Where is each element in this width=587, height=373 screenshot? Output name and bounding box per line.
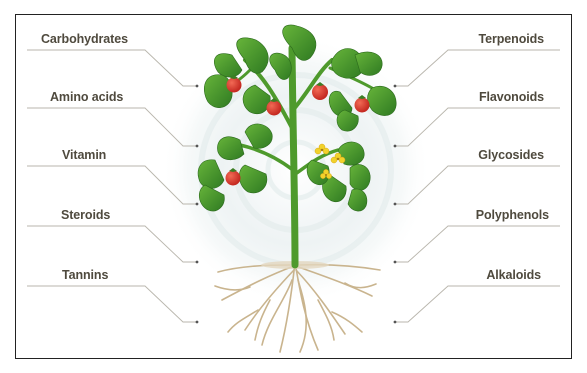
label-flavonoids: Flavonoids bbox=[479, 90, 544, 104]
label-polyphenols: Polyphenols bbox=[476, 208, 549, 222]
label-carbohydrates: Carbohydrates bbox=[41, 32, 128, 46]
leader-line-carbohydrates bbox=[27, 50, 196, 86]
leader-line-steroids bbox=[27, 226, 196, 262]
leader-line-tannins bbox=[27, 286, 196, 322]
leader-line-alkaloids bbox=[396, 286, 560, 322]
label-tannins: Tannins bbox=[62, 268, 108, 282]
label-terpenoids: Terpenoids bbox=[479, 32, 544, 46]
leader-line-polyphenols bbox=[396, 226, 560, 262]
label-amino-acids: Amino acids bbox=[50, 90, 123, 104]
label-alkaloids: Alkaloids bbox=[486, 268, 541, 282]
label-glycosides: Glycosides bbox=[478, 148, 544, 162]
label-vitamin: Vitamin bbox=[62, 148, 106, 162]
leader-line-terpenoids bbox=[396, 50, 560, 86]
label-steroids: Steroids bbox=[61, 208, 110, 222]
